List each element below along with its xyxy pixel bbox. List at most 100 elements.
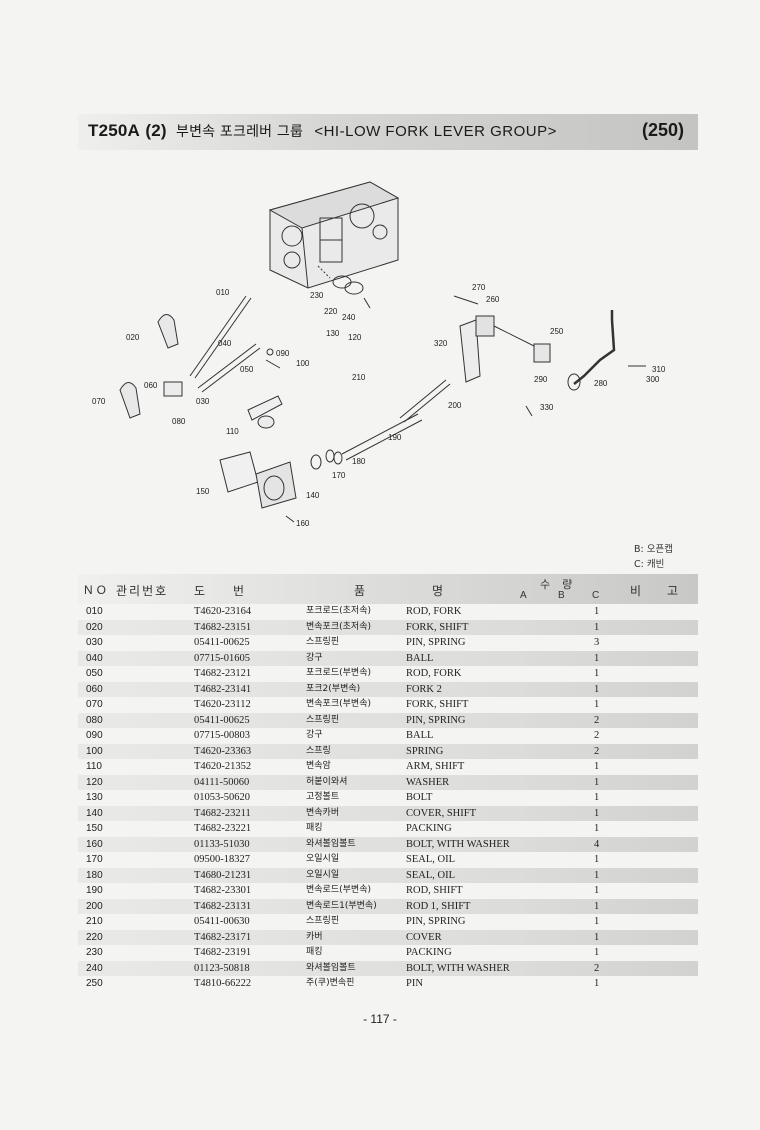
callout-030: 030 <box>196 397 210 406</box>
callout-140: 140 <box>306 491 320 500</box>
callout-080: 080 <box>172 417 186 426</box>
section-title: T250A (2) 부변속 포크레버 그룹 <HI-LOW FORK LEVER… <box>88 121 557 141</box>
row-name-english: SPRING <box>406 745 444 757</box>
parts-diagram-svg: 010 020 030 040 050 060 070 080 090 100 … <box>92 181 666 528</box>
legend-open-cap: B: 오픈캡 <box>634 544 673 555</box>
row-part-number: T4620-23164 <box>194 606 252 617</box>
row-quantity: 4 <box>594 838 600 850</box>
row-name-english: FORK 2 <box>406 683 442 695</box>
row-name-english: WASHER <box>406 776 450 788</box>
callout-020: 020 <box>126 333 140 342</box>
callout-290: 290 <box>534 375 548 384</box>
callout-250: 250 <box>550 327 564 336</box>
row-number: 060 <box>86 683 103 695</box>
row-name-korean: 고정볼트 <box>306 792 340 802</box>
row-name-korean: 스프링핀 <box>306 916 340 926</box>
row-number: 090 <box>86 730 103 741</box>
header-drawing-number: 도번 <box>194 584 273 598</box>
row-name-korean: 와셔볼임볼트 <box>306 962 356 973</box>
callout-170: 170 <box>332 471 346 480</box>
callout-240: 240 <box>342 313 356 322</box>
table-row: 130 01053-50620 고정볼트 BOLT 1 <box>78 790 698 806</box>
row-name-english: ROD, FORK <box>406 668 462 679</box>
exploded-parts-diagram: 010 020 030 040 050 060 070 080 090 100 … <box>80 170 700 540</box>
group-page-code: (250) <box>641 120 684 140</box>
parts-table-header: NO 관리번호 도번 품 명 수량 A B C 비고 <box>78 574 698 604</box>
row-name-english: ROD, FORK <box>406 606 462 617</box>
row-quantity: 1 <box>594 776 600 788</box>
row-name-english: BALL <box>406 730 434 741</box>
row-quantity: 1 <box>594 854 600 865</box>
row-number: 230 <box>86 947 103 958</box>
row-part-number: 07715-00803 <box>194 730 250 741</box>
header-quantity: 수량 <box>540 578 585 591</box>
page-number: - 117 - <box>363 1012 397 1026</box>
row-part-number: T4682-23211 <box>194 807 251 819</box>
header-no: NO <box>84 583 110 597</box>
callout-010: 010 <box>216 288 230 297</box>
row-part-number: T4620-23363 <box>194 745 252 757</box>
row-part-number: 01133-51030 <box>194 838 250 850</box>
callout-040: 040 <box>218 339 232 348</box>
row-number: 240 <box>86 962 103 974</box>
row-quantity: 3 <box>594 637 600 648</box>
row-number: 080 <box>86 714 103 726</box>
row-name-english: SEAL, OIL <box>406 869 455 881</box>
row-name-english: SEAL, OIL <box>406 854 455 865</box>
callout-270: 270 <box>472 283 486 292</box>
row-quantity: 1 <box>594 947 600 958</box>
row-quantity: 1 <box>594 792 600 803</box>
callout-150: 150 <box>196 487 210 496</box>
header-name-part1: 품 <box>354 584 366 598</box>
row-name-korean: 오일시일 <box>306 869 340 880</box>
callout-130: 130 <box>326 329 340 338</box>
row-number: 150 <box>86 823 103 834</box>
row-quantity: 1 <box>594 683 600 695</box>
row-name-english: PIN, SPRING <box>406 637 466 648</box>
row-part-number: 01053-50620 <box>194 792 250 803</box>
row-number: 070 <box>86 699 103 710</box>
row-name-english: PIN, SPRING <box>406 916 466 927</box>
row-name-english: BOLT <box>406 792 433 803</box>
row-part-number: 05411-00630 <box>194 916 250 927</box>
row-part-number: T4810-66222 <box>194 978 252 989</box>
row-number: 130 <box>86 792 103 803</box>
row-name-english: FORK, SHIFT <box>406 621 469 633</box>
row-number: 190 <box>86 885 103 896</box>
callout-090: 090 <box>276 349 290 358</box>
callout-300: 300 <box>646 375 660 384</box>
row-part-number: T4682-23121 <box>194 668 252 679</box>
shift-cover-drawing <box>219 451 297 509</box>
row-number: 050 <box>86 668 103 679</box>
row-name-korean: 변속포크(부변속) <box>306 699 371 709</box>
header-remark: 비고 <box>630 584 705 598</box>
group-name-english: <HI-LOW FORK LEVER GROUP> <box>314 123 557 140</box>
row-number: 170 <box>86 854 103 865</box>
row-name-korean: 스프링핀 <box>306 637 340 647</box>
fork-rod-drawing <box>189 295 252 379</box>
callout-330: 330 <box>540 403 554 412</box>
row-name-korean: 변속카버 <box>306 807 340 818</box>
row-name-korean: 변속포크(초저속) <box>306 621 371 632</box>
row-quantity: 1 <box>594 699 600 710</box>
row-part-number: T4682-23151 <box>194 621 252 633</box>
row-number: 030 <box>86 637 103 648</box>
row-name-english: PIN, SPRING <box>406 714 466 726</box>
callout-280: 280 <box>594 379 608 388</box>
row-quantity: 1 <box>594 606 600 617</box>
row-name-korean: 허붙이와셔 <box>306 776 348 787</box>
